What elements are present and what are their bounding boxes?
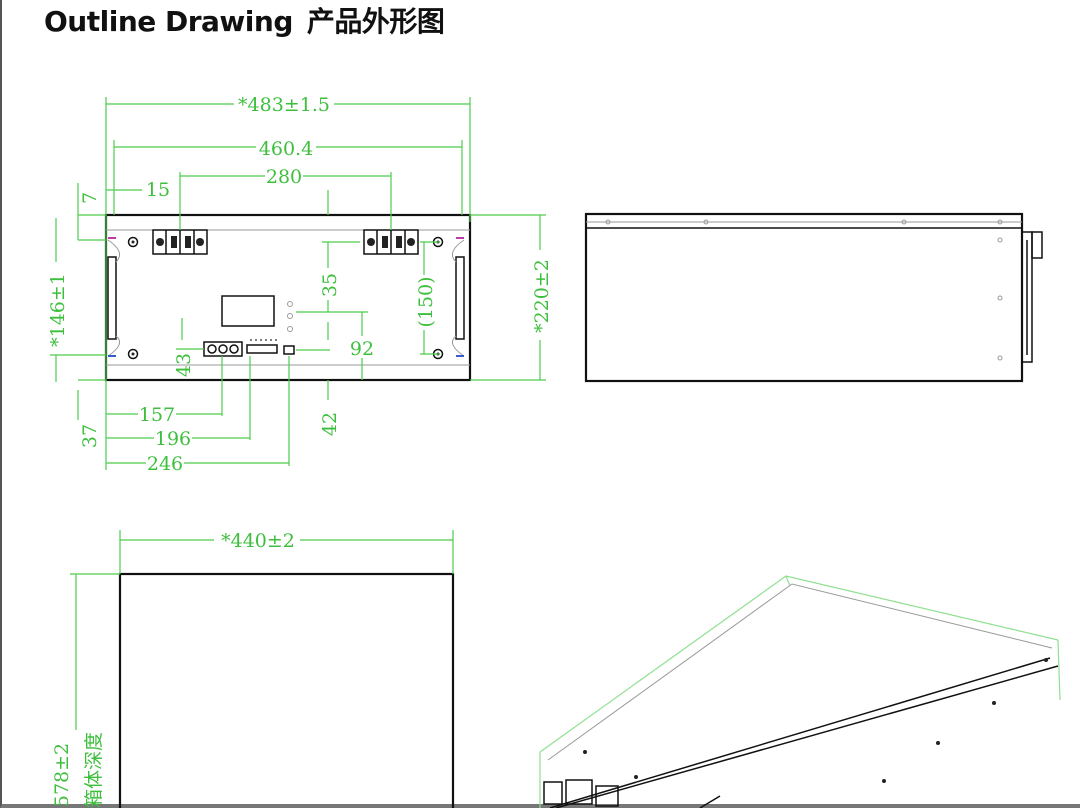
dim-92: 92 [350, 338, 374, 360]
dim-width-overall: *483±1.5 [238, 94, 330, 116]
lcd-display [221, 295, 275, 327]
dim-height-150: (150) [415, 276, 437, 327]
dim-196: 196 [155, 428, 191, 450]
dim-width-inner: 460.4 [259, 138, 313, 160]
dim-157: 157 [139, 404, 175, 426]
comm-ports [203, 341, 243, 357]
side-panel-outline [584, 212, 1024, 383]
dim-246: 246 [147, 453, 183, 475]
dim-left-offset: 15 [146, 179, 170, 201]
dim-top-depth: 578±2 [51, 743, 73, 807]
front-dimensions: *483±1.5 460.4 280 15 7 *146±1 *220±2 [47, 94, 553, 475]
dim-top-offset: 7 [79, 192, 101, 204]
handle-arc-tr [451, 239, 465, 263]
iso-terminals [543, 779, 619, 807]
side-handle-tab [1031, 231, 1043, 259]
title-en: Outline Drawing [44, 5, 293, 38]
dim-height-inner: *146±1 [47, 273, 69, 347]
reset-button [283, 345, 295, 355]
front-view [104, 213, 472, 382]
iso-screws [583, 658, 1048, 783]
title-cn: 产品外形图 [306, 5, 445, 38]
screw-top-left [127, 236, 139, 248]
dim-37: 37 [79, 424, 101, 448]
dim-42: 42 [319, 412, 341, 436]
screw-bottom-left [127, 348, 139, 360]
iso-view [539, 575, 1061, 808]
left-rail [107, 256, 117, 340]
top-panel-outline [118, 572, 455, 808]
handle-arc-bl [107, 335, 121, 357]
handle-arc-tl [107, 239, 121, 263]
dim-35: 35 [319, 273, 341, 297]
page-title: Outline Drawing 产品外形图 [44, 0, 445, 40]
right-rail [455, 256, 465, 340]
terminal-block-right [363, 229, 419, 255]
dim-43: 43 [173, 353, 195, 377]
status-leds [287, 301, 293, 332]
side-view [584, 212, 1043, 383]
dim-handle-spacing: 280 [266, 166, 302, 188]
dip-dots [250, 339, 277, 341]
dim-top-depth-label: 箱体深度 [83, 732, 105, 808]
dim-height-overall: *220±2 [531, 259, 553, 333]
handle-markers [108, 237, 464, 357]
side-handle-bracket [1021, 231, 1033, 363]
dip-switch [246, 344, 278, 354]
handle-arc-br [451, 335, 465, 357]
terminal-block-left [152, 229, 208, 255]
side-screws [605, 219, 1003, 361]
top-view: *440±2 578±2 箱体深度 [51, 530, 455, 808]
dim-top-width: *440±2 [221, 530, 295, 552]
